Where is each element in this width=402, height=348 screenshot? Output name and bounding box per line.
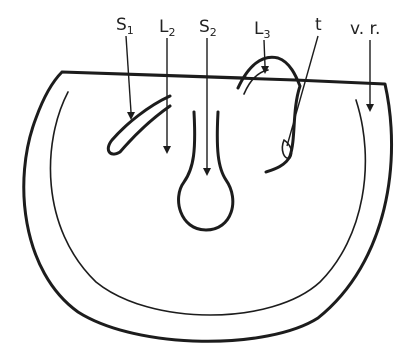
l2-arrowhead: [163, 146, 171, 154]
label-s1: S1: [116, 15, 134, 37]
label-t: t: [315, 15, 322, 35]
s1-arrowhead: [127, 112, 135, 120]
l3-arrowhead: [261, 66, 269, 74]
inner-contour: [49, 91, 367, 316]
s1-pointer: [125, 35, 132, 113]
outer-rim: [22, 70, 394, 343]
label-vr: v. r.: [350, 19, 380, 39]
label-s2: S2: [199, 17, 217, 39]
l3-pointer: [263, 39, 266, 67]
s1-structure: [106, 94, 172, 156]
t-pointer: [286, 35, 319, 147]
l3-mass: [236, 55, 302, 174]
s2-lobe: [177, 110, 235, 232]
vr-arrowhead: [366, 104, 374, 112]
s2-arrowhead: [203, 168, 211, 176]
label-l3: L3: [254, 19, 270, 41]
label-l2: L2: [159, 17, 175, 39]
t-mark: [281, 139, 293, 160]
